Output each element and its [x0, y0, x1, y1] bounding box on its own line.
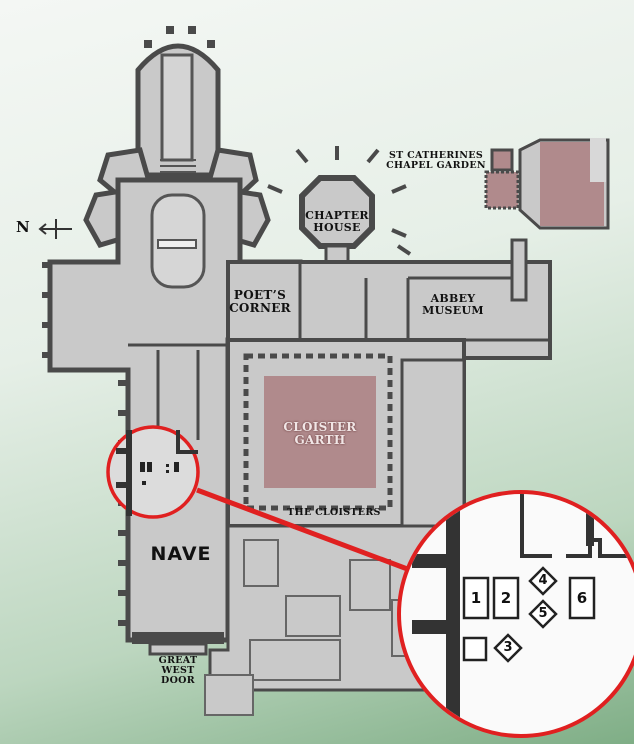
st-catherines-label: ST CATHERINES CHAPEL GARDEN: [386, 150, 486, 171]
chapter-house-label: CHAPTER HOUSE: [305, 209, 369, 234]
marker-5: 5: [538, 606, 548, 621]
north-label: N: [16, 218, 30, 236]
cloister-garth: [264, 376, 376, 488]
highlight-circle: [106, 425, 200, 519]
great-west-door-label: GREAT WEST DOOR: [158, 655, 198, 686]
dark-cloister: [400, 358, 466, 528]
compass-arrow: [38, 219, 72, 239]
zoom-connector: [196, 487, 411, 573]
chapel-steps: [160, 159, 196, 173]
choir-stalls: [128, 343, 228, 440]
garden-gap: [590, 138, 606, 182]
shrine-step: [157, 239, 197, 249]
nave-label: NAVE: [150, 543, 212, 565]
west-porch: [148, 642, 208, 656]
west-front-wall: [132, 632, 224, 644]
the-cloisters-label: THE CLOISTERS: [287, 507, 381, 518]
inset-detail: [412, 494, 634, 734]
marker-3: 3: [503, 640, 513, 655]
chapter-house: [299, 175, 375, 249]
st-catherines-chapel: [490, 148, 514, 172]
marker-4: 4: [538, 573, 548, 588]
apse-wall-buttresses: [144, 26, 215, 48]
marker-2: 2: [500, 589, 512, 607]
marker-6: 6: [576, 589, 588, 607]
dean-yard-entrance: [204, 674, 254, 716]
highlight-detail: [116, 430, 198, 516]
passage-to-garden: [510, 238, 528, 302]
chapel-inner: [160, 53, 194, 162]
marker-1: 1: [470, 589, 482, 607]
cloister-garth-label: CLOISTER GARTH: [283, 420, 357, 447]
chapel-garden-plot: [484, 170, 520, 210]
poets-corner-label: POET’S CORNER: [229, 288, 291, 315]
abbey-museum-label: ABBEY MUSEUM: [422, 292, 484, 317]
